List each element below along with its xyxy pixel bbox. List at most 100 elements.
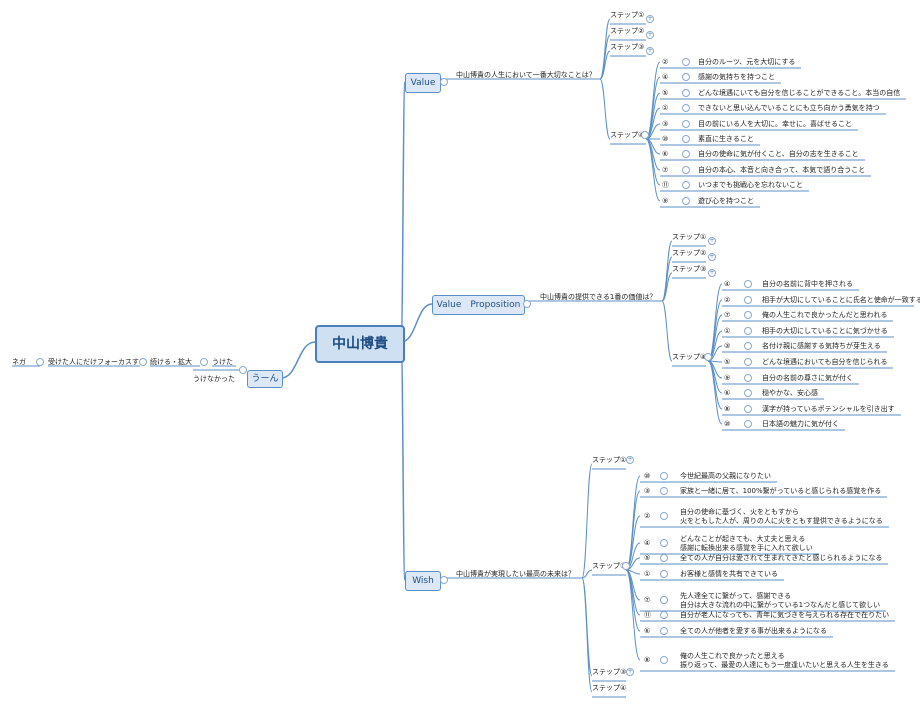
left-topic[interactable]: うーん — [247, 370, 283, 388]
wish-item-line[interactable]: 全ての人が他者を愛する事が出来るようになる — [680, 627, 827, 635]
wish-item-collapse[interactable] — [660, 487, 668, 495]
value-item-number[interactable]: ① — [662, 104, 669, 112]
proposition-step-expand[interactable]: + — [708, 269, 716, 277]
value-item-number[interactable]: ⑩ — [662, 135, 669, 143]
wish-item-line[interactable]: 火をともした人が、周りの人に火をともす提供できるようになる — [680, 517, 883, 525]
value-proposition-topic[interactable]: Value Proposition — [432, 295, 525, 315]
proposition-item[interactable]: 日本語の魅力に気が付く — [762, 420, 839, 428]
value-item-collapse[interactable] — [682, 150, 690, 158]
proposition-item[interactable]: 自分の名前に背中を押される — [762, 280, 853, 288]
proposition-item-collapse[interactable] — [744, 280, 752, 288]
value-item[interactable]: できないと思い込んでいることにも立ち向かう勇気を持つ — [698, 104, 880, 112]
wish-step-3[interactable]: ステップ③ — [592, 668, 627, 676]
proposition-item-number[interactable]: ⑧ — [724, 405, 731, 413]
wish-item-line[interactable]: 俺の人生これで良かったと思える — [680, 652, 785, 660]
wish-item-collapse[interactable] — [660, 539, 668, 547]
wish-step2-collapse[interactable] — [622, 562, 630, 570]
left-label-a[interactable]: うけた — [212, 358, 233, 366]
left-collapse[interactable] — [239, 366, 247, 374]
left-label-e[interactable]: ネガ — [12, 358, 26, 366]
wish-step-2[interactable]: ステップ② — [592, 562, 627, 570]
wish-item-line[interactable]: 先人達全てに繋がって、感謝できる — [680, 592, 792, 600]
value-item-number[interactable]: ⑦ — [662, 166, 669, 174]
proposition-item[interactable]: 相手が大切にしていることに氏名と使命が一致する — [762, 296, 920, 304]
wish-item-line[interactable]: 自分が老人になっても、青年に気づきを与えられる存在で在りたい — [680, 611, 890, 619]
wish-step-1[interactable]: ステップ① — [592, 456, 627, 464]
left-d-collapse[interactable] — [36, 358, 44, 366]
proposition-step-expand[interactable]: + — [708, 253, 716, 261]
value-item[interactable]: 自分のルーツ、元を大切にする — [698, 58, 796, 66]
wish-item-number[interactable]: ④ — [644, 539, 651, 547]
value-item-number[interactable]: ⑤ — [662, 89, 669, 97]
value-item[interactable]: 自分の使命に気が付くこと、自分の志を生きること — [698, 150, 859, 158]
wish-item-line[interactable]: お客様と感情を共有できている — [680, 570, 778, 578]
value-item[interactable]: いつまでも挑戦心を忘れないこと — [698, 181, 803, 189]
value-item-collapse[interactable] — [682, 104, 690, 112]
proposition-item[interactable]: 相手の大切にしていることに気づかせる — [762, 327, 888, 335]
proposition-item-number[interactable]: ② — [724, 296, 731, 304]
proposition-step-2[interactable]: ステップ② — [672, 249, 707, 257]
value-item-collapse[interactable] — [682, 197, 690, 205]
wish-step1-expand[interactable]: + — [626, 456, 634, 464]
proposition-item-collapse[interactable] — [744, 311, 752, 319]
proposition-item-collapse[interactable] — [744, 389, 752, 397]
wish-item-line[interactable]: 自分は大きな流れの中に繋がっている1つなんだと感じて欲しい — [680, 601, 881, 609]
central-topic[interactable]: 中山博貴 — [315, 325, 405, 363]
value-item-number[interactable]: ③ — [662, 120, 669, 128]
proposition-item-collapse[interactable] — [744, 374, 752, 382]
wish-item-collapse[interactable] — [660, 611, 668, 619]
wish-step-4[interactable]: ステップ④ — [592, 684, 627, 692]
value-item-collapse[interactable] — [682, 120, 690, 128]
value-item-collapse[interactable] — [682, 135, 690, 143]
proposition-step-3[interactable]: ステップ③ — [672, 265, 707, 273]
wish-step3-expand[interactable]: + — [626, 668, 634, 676]
proposition-item[interactable]: 漢字が持っているポテンシャルを引き出す — [762, 405, 895, 413]
proposition-item-number[interactable]: ⑥ — [724, 389, 731, 397]
wish-item-collapse[interactable] — [660, 554, 668, 562]
wish-item-number[interactable]: ① — [644, 570, 651, 578]
value-step-expand[interactable]: + — [646, 31, 654, 39]
wish-item-line[interactable]: 家族と一緒に居て、100%繋がっていると感じられる感覚を作る — [680, 487, 882, 495]
value-item-number[interactable]: ⑪ — [662, 181, 669, 189]
value-step-2[interactable]: ステップ② — [610, 27, 645, 35]
proposition-item-number[interactable]: ③ — [724, 342, 731, 350]
proposition-question[interactable]: 中山博貴の提供できる1番の価値は？ — [540, 293, 657, 301]
proposition-item-number[interactable]: ① — [724, 327, 731, 335]
proposition-item-number[interactable]: ④ — [724, 280, 731, 288]
proposition-item-collapse[interactable] — [744, 327, 752, 335]
value-step-1[interactable]: ステップ① — [610, 11, 645, 19]
wish-item-number[interactable]: ⑤ — [644, 554, 651, 562]
proposition-item-number[interactable]: ⑤ — [724, 358, 731, 366]
proposition-collapse[interactable] — [523, 300, 531, 308]
wish-item-line[interactable]: 全ての人が自分は愛されて生まれてきたと感じられるようになる — [680, 554, 883, 562]
wish-item-collapse[interactable] — [660, 596, 668, 604]
value-item-number[interactable]: ② — [662, 58, 669, 66]
proposition-item[interactable]: 穏やかな、安心感 — [762, 389, 818, 397]
wish-item-number[interactable]: ⑧ — [644, 656, 651, 664]
value-step-4[interactable]: ステップ④ — [610, 131, 645, 139]
proposition-item[interactable]: どんな境遇においても自分を信じられる — [762, 358, 888, 366]
wish-item-line[interactable]: どんなことが起きても、大丈夫と思える — [680, 535, 806, 543]
proposition-item-collapse[interactable] — [744, 296, 752, 304]
left-label-d[interactable]: 受けた人にだけフォーカスする — [48, 358, 146, 366]
wish-item-number[interactable]: ⑩ — [644, 472, 651, 480]
wish-item-line[interactable]: 今世紀最高の父親になりたい — [680, 472, 771, 480]
value-item-collapse[interactable] — [682, 181, 690, 189]
left-label-c[interactable]: 続ける・拡大 — [150, 358, 192, 366]
value-item[interactable]: 遊び心を持つこと — [698, 197, 754, 205]
proposition-step-1[interactable]: ステップ① — [672, 233, 707, 241]
value-item-number[interactable]: ④ — [662, 73, 669, 81]
proposition-step-4[interactable]: ステップ④ — [672, 353, 707, 361]
wish-collapse[interactable] — [440, 576, 448, 584]
value-item-collapse[interactable] — [682, 73, 690, 81]
proposition-item-collapse[interactable] — [744, 420, 752, 428]
wish-item-collapse[interactable] — [660, 472, 668, 480]
wish-item-collapse[interactable] — [660, 570, 668, 578]
wish-item-line[interactable]: 感謝に転換出来る感覚を手に入れて欲しい — [680, 544, 813, 552]
wish-item-line[interactable]: 自分の使命に基づく、火をともすから — [680, 508, 799, 516]
proposition-item[interactable]: 名付け親に感謝する気持ちが芽生える — [762, 342, 881, 350]
value-item[interactable]: 感謝の気持ちを持つこと — [698, 73, 775, 81]
proposition-step-expand[interactable]: + — [708, 237, 716, 245]
wish-item-collapse[interactable] — [660, 627, 668, 635]
value-item[interactable]: 自分の本心、本音と向き合って、本気で語り合うこと — [698, 166, 866, 174]
